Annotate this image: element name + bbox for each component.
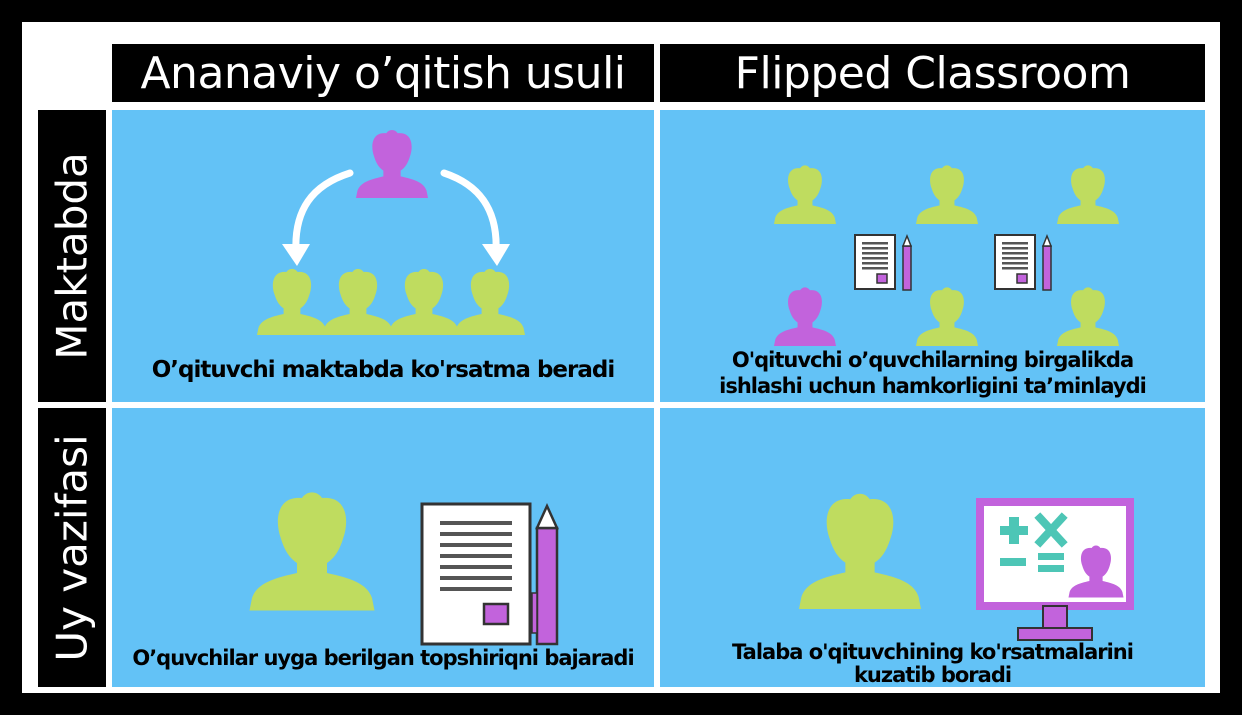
cell-traditional-school: O’qituvchi maktabda ko'rsatma beradi: [112, 110, 654, 402]
student-icon: [257, 268, 327, 335]
caption-flipped-homework-line2: kuzatib boradi: [853, 663, 1012, 687]
curved-arrow-icon: [440, 169, 500, 256]
curved-arrow-icon: [292, 169, 354, 256]
cell-flipped-homework: Talaba o'qituvchining ko'rsatmalarini ku…: [660, 408, 1205, 687]
worksheet-icon: [420, 502, 532, 646]
student-icon: [916, 165, 978, 224]
cell-traditional-school-illustration: [257, 129, 525, 335]
worksheet-icon: [854, 234, 896, 290]
student-icon: [389, 268, 459, 335]
caption-traditional-homework: O’quvchilar uyga berilgan topshiriqni ba…: [132, 646, 634, 670]
student-icon: [1057, 287, 1119, 346]
student-icon: [323, 268, 393, 335]
teacher-icon: [774, 287, 836, 346]
student-icon: [249, 492, 375, 611]
cell-flipped-homework-illustration: [799, 493, 1134, 641]
caption-flipped-homework-line1: Talaba o'qituvchining ko'rsatmalarini: [732, 640, 1134, 664]
pen-icon: [1042, 235, 1052, 291]
column-header-flipped: Flipped Classroom: [660, 44, 1205, 102]
column-header-flipped-label: Flipped Classroom: [734, 47, 1131, 99]
pen-icon: [531, 502, 559, 646]
caption-traditional-school: O’qituvchi maktabda ko'rsatma beradi: [151, 357, 616, 383]
row-header-school: Maktabda: [38, 110, 106, 402]
caption-flipped-school-line1: O'qituvchi o’quvchilarning birgalikda: [731, 348, 1134, 372]
computer-screen-icon: [976, 498, 1134, 641]
row-header-school-label: Maktabda: [47, 152, 97, 360]
student-icon: [455, 268, 525, 335]
column-header-traditional-label: Ananaviy o’qitish usuli: [140, 47, 626, 99]
arrow-head-right: [482, 244, 510, 266]
cell-traditional-homework: O’quvchilar uyga berilgan topshiriqni ba…: [112, 408, 654, 687]
student-icon: [774, 165, 836, 224]
row-header-homework-label: Uy vazifasi: [47, 433, 97, 662]
pen-icon: [902, 235, 912, 291]
student-icon: [1057, 165, 1119, 224]
cell-traditional-homework-illustration: [249, 492, 559, 646]
cell-flipped-school: O'qituvchi o’quvchilarning birgalikda is…: [660, 110, 1205, 402]
column-header-traditional: Ananaviy o’qitish usuli: [112, 44, 654, 102]
student-icon: [916, 287, 978, 346]
arrow-head-left: [282, 244, 310, 266]
student-icon: [799, 493, 921, 609]
worksheet-icon: [994, 234, 1036, 290]
row-header-homework: Uy vazifasi: [38, 408, 106, 687]
caption-flipped-school-line2: ishlashi uchun hamkorligini ta’minlaydi: [719, 374, 1147, 398]
teacher-icon: [356, 129, 428, 198]
diagram-frame: Ananaviy o’qitish usuli Flipped Classroo…: [22, 22, 1220, 693]
